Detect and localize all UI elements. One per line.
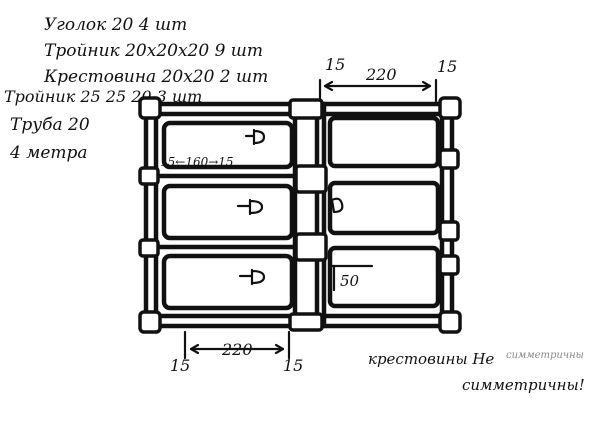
top-left-dim: 15 [325, 55, 345, 74]
top-right-dim: 15 [437, 57, 457, 76]
bottom-right-dim: 15 [283, 356, 303, 375]
inner-dimension: 15←160→15 [160, 155, 234, 169]
note-length: 4 метра [9, 143, 88, 163]
top-span-dim: 220 [365, 65, 397, 84]
bottom-left-dim: 15 [170, 356, 190, 375]
right-channels [327, 115, 441, 309]
side-dimension: 50 [328, 264, 374, 292]
asymmetry-remark: крестовины Не симметричны симметричны! [368, 350, 585, 394]
remark-line1: крестовины Не [368, 350, 494, 368]
side-dim: 50 [340, 272, 360, 290]
pipe-frame [143, 101, 455, 329]
remark-line2: симметричны! [462, 376, 585, 394]
bottom-span-dim: 220 [221, 340, 253, 359]
remark-faint: симметричны [506, 350, 584, 361]
fittings [138, 96, 462, 334]
left-channels [143, 120, 298, 311]
valve-symbols [236, 128, 344, 286]
note-cross: Крестовина 20х20 2 шт [43, 67, 268, 87]
note-elbow: Уголок 20 4 шт [44, 15, 187, 35]
note-pipe: Труба 20 [10, 115, 90, 135]
note-tee-20: Тройник 20х20х20 9 шт [44, 41, 263, 61]
bottom-dimension: 15 220 15 [170, 330, 303, 375]
top-dimension: 15 220 15 [318, 55, 457, 106]
